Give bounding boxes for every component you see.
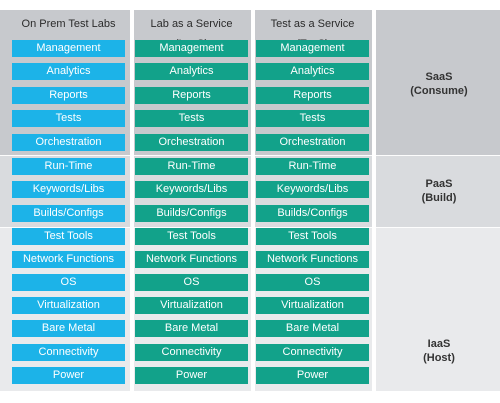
layer-box: Test Tools	[256, 228, 369, 245]
layer-box: Run-Time	[135, 158, 248, 175]
layer-box: Tests	[12, 110, 125, 127]
layer-box: Virtualization	[256, 297, 369, 314]
layer-box: Reports	[135, 87, 248, 104]
paas-label: PaaS (Build)	[378, 177, 500, 205]
layer-box: Power	[135, 367, 248, 384]
saas-label: SaaS (Consume)	[378, 70, 500, 98]
iaas-name: IaaS	[427, 338, 451, 350]
layer-box: Reports	[256, 87, 369, 104]
layer-box: Orchestration	[256, 134, 369, 151]
paas-iaas-divider	[0, 227, 500, 228]
column-header: Lab as a Service (LaaS)	[150, 18, 233, 50]
column-divider-2	[251, 10, 255, 391]
column-divider-1	[130, 10, 134, 391]
layer-box: Power	[256, 367, 369, 384]
layer-box: Virtualization	[135, 297, 248, 314]
layer-box: Analytics	[135, 63, 248, 80]
layer-box: Tests	[256, 110, 369, 127]
saas-paas-divider	[0, 155, 500, 156]
layer-box: Bare Metal	[12, 320, 125, 337]
layer-box: Management	[12, 40, 125, 57]
layer-box: Keywords/Libs	[12, 181, 125, 198]
layer-box: Management	[135, 40, 248, 57]
layer-box: Keywords/Libs	[256, 181, 369, 198]
layer-box: Network Functions	[135, 251, 248, 268]
layer-box: Connectivity	[256, 344, 369, 361]
column-header: On Prem Test Labs	[21, 18, 116, 30]
layer-box: Network Functions	[12, 251, 125, 268]
layer-box: Keywords/Libs	[135, 181, 248, 198]
layer-box: Connectivity	[12, 344, 125, 361]
layer-box: Virtualization	[12, 297, 125, 314]
layer-box: Bare Metal	[135, 320, 248, 337]
layer-box: Builds/Configs	[256, 205, 369, 222]
saas-band	[0, 10, 500, 155]
layer-box: Orchestration	[12, 134, 125, 151]
layer-box: Reports	[12, 87, 125, 104]
layer-box: Bare Metal	[256, 320, 369, 337]
layer-box: OS	[12, 274, 125, 291]
layer-box: Orchestration	[135, 134, 248, 151]
layer-box: Management	[256, 40, 369, 57]
layer-box: Power	[12, 367, 125, 384]
paas-name: PaaS	[425, 178, 453, 190]
paas-sub: (Build)	[421, 192, 457, 204]
layer-box: Run-Time	[12, 158, 125, 175]
saas-sub: (Consume)	[410, 85, 468, 97]
iaas-label: IaaS (Host)	[378, 337, 500, 365]
layer-box: OS	[256, 274, 369, 291]
layer-box: Analytics	[12, 63, 125, 80]
layer-box: Test Tools	[12, 228, 125, 245]
layer-box: Tests	[135, 110, 248, 127]
layer-box: Network Functions	[256, 251, 369, 268]
saas-name: SaaS	[425, 71, 453, 83]
layer-box: Test Tools	[135, 228, 248, 245]
layer-box: Connectivity	[135, 344, 248, 361]
column-divider-3	[372, 10, 376, 391]
column-header: Test as a Service (TaaS)	[270, 18, 355, 50]
iaas-sub: (Host)	[423, 352, 455, 364]
layer-box: Analytics	[256, 63, 369, 80]
layer-box: Builds/Configs	[12, 205, 125, 222]
layer-box: OS	[135, 274, 248, 291]
layer-box: Run-Time	[256, 158, 369, 175]
layer-box: Builds/Configs	[135, 205, 248, 222]
